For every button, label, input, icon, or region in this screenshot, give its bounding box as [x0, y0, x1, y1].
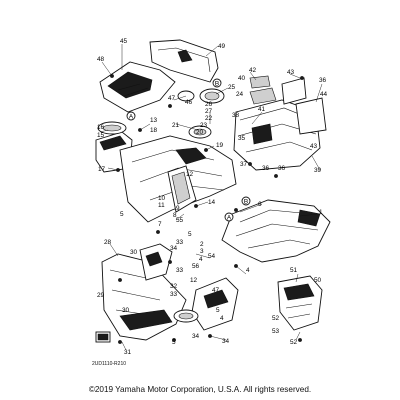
callout-label: 48: [97, 56, 105, 63]
callout-label: 2: [200, 241, 204, 248]
callout-label: 11: [158, 202, 165, 209]
callout-label: 27: [205, 108, 213, 115]
callout-label: 51: [290, 267, 298, 274]
callout-label: 34: [170, 245, 178, 252]
callout-label: 5: [172, 339, 176, 346]
marker-b-bottom: B: [241, 196, 251, 206]
callout-label: 44: [320, 91, 328, 98]
right-lower-cover-part: [277, 275, 323, 331]
callout-label: 31: [124, 349, 132, 356]
callout-label: 5: [216, 307, 220, 314]
callout-label: 9: [176, 205, 180, 212]
fastener-clip-part: [95, 331, 111, 343]
copyright-notice: ©2019 Yamaha Motor Corporation, U.S.A. A…: [88, 385, 312, 394]
callout-label: 12: [186, 171, 194, 178]
callout-label: 10: [158, 195, 166, 202]
callout-label: 26: [205, 101, 213, 108]
callout-label: 43: [310, 143, 318, 150]
marker-a-bottom: A: [224, 212, 234, 222]
callout-label: 50: [314, 277, 322, 284]
callout-label: 4: [246, 267, 250, 274]
right-fender-part: [221, 199, 331, 263]
callout-label: 22: [205, 115, 213, 122]
marker-b-top: B: [212, 78, 222, 88]
leader-lines: [99, 44, 323, 351]
callout-label: 17: [98, 166, 106, 173]
callout-label: 4: [220, 315, 224, 322]
callout-label: 16: [97, 124, 105, 131]
storage-frame-part: [233, 75, 327, 171]
callout-label: 39: [314, 167, 322, 174]
callout-label: 15: [97, 132, 105, 139]
marker-a-top: A: [126, 111, 136, 121]
callout-label: 45: [120, 38, 128, 45]
callout-label: 49: [218, 43, 226, 50]
callout-label: 5: [120, 211, 124, 218]
drawing-id: 2UD1110-R210: [92, 361, 127, 367]
callout-label: 52: [272, 315, 280, 322]
marker-b-top-label: B: [215, 80, 219, 87]
callout-label: 37: [240, 161, 248, 168]
callout-label: 41: [258, 106, 266, 113]
callout-label: 53: [272, 328, 280, 335]
callout-label: 34: [222, 338, 230, 345]
callout-label: 1: [319, 209, 323, 216]
callout-label: 56: [192, 263, 200, 270]
callout-label: 8: [173, 212, 177, 219]
callout-labels: 45 49 48 25 24 47 46 26 27 22 23 20 21 1…: [97, 38, 328, 356]
callout-label: 55: [176, 217, 184, 224]
callout-label: 35: [238, 135, 246, 142]
callout-label: 24: [236, 91, 244, 98]
callout-label: 21: [172, 122, 180, 129]
callout-label: 20: [196, 129, 204, 136]
callout-label: 36: [278, 165, 286, 172]
callout-label: 54: [208, 253, 216, 260]
lower-guard-part: [101, 243, 239, 341]
meter-panel-part: [99, 61, 176, 113]
marker-b-bottom-label: B: [244, 198, 248, 205]
front-fender-part: [119, 135, 237, 223]
callout-label: 6: [258, 201, 262, 208]
callout-label: 42: [249, 67, 257, 74]
callout-label: 28: [104, 239, 112, 246]
callout-label: 4: [199, 256, 203, 263]
callout-label: 40: [238, 75, 246, 82]
callout-label: 33: [176, 267, 184, 274]
callout-label: 47: [168, 95, 176, 102]
callout-label: 25: [228, 84, 236, 91]
callout-label: 5: [188, 231, 192, 238]
callout-label: 3: [200, 248, 204, 255]
marker-a-bottom-label: A: [227, 214, 232, 221]
callout-label: 14: [208, 199, 216, 206]
callout-label: 30: [122, 307, 130, 314]
callout-label: 32: [170, 283, 178, 290]
marker-a-top-label: A: [129, 113, 134, 120]
callout-label: 30: [130, 249, 138, 256]
callout-label: 29: [97, 292, 105, 299]
callout-label: 43: [287, 69, 295, 76]
callout-label: 13: [150, 117, 158, 124]
callout-label: 34: [192, 333, 200, 340]
callout-label: 19: [216, 142, 224, 149]
callout-label: 23: [200, 122, 208, 129]
callout-label: 46: [185, 99, 193, 106]
callout-label: 52: [290, 339, 298, 346]
callout-label: 36: [319, 77, 327, 84]
headlight-assembly-part: [177, 88, 225, 139]
callout-label: 38: [232, 112, 240, 119]
callout-label: 47: [212, 287, 220, 294]
callout-label: 7: [158, 221, 162, 228]
upper-cover-part: [149, 39, 219, 83]
callout-label: 12: [190, 277, 198, 284]
screw-markers: [110, 74, 304, 344]
callout-label: 33: [170, 291, 178, 298]
callout-label: 36: [262, 165, 270, 172]
callout-label: 33: [176, 239, 184, 246]
callout-label: 18: [150, 127, 158, 134]
